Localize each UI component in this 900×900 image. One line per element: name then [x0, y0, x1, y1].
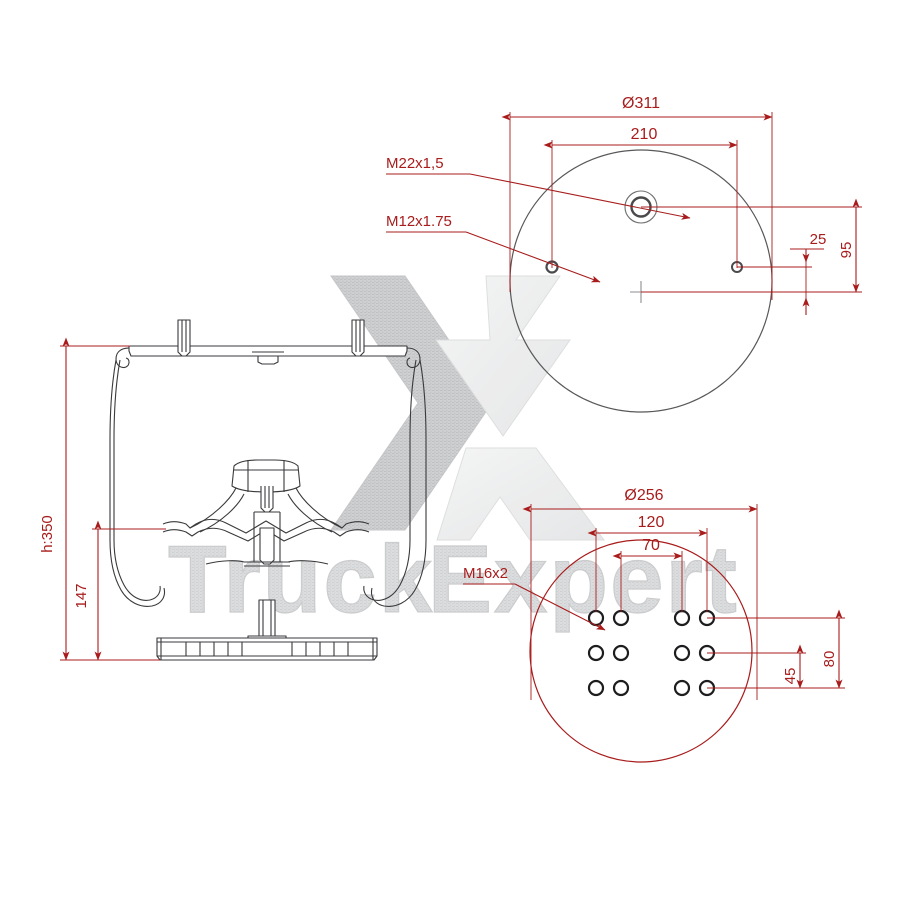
dim-70: 70: [642, 537, 660, 554]
svg-text:Truck: Truck: [168, 526, 434, 633]
bottom-plate-thread-leader: [463, 583, 606, 631]
dim-80: 80: [821, 651, 838, 668]
dim-95: 95: [838, 242, 855, 259]
top-plate-thread-leaders: [386, 173, 691, 283]
label-m22x15: M22x1,5: [386, 155, 444, 172]
dim-diameter-256: Ø256: [624, 487, 663, 504]
dim-120: 120: [638, 514, 665, 531]
svg-text:Expert: Expert: [428, 526, 739, 633]
dim-147: 147: [73, 583, 90, 608]
watermark-x-logo: [330, 275, 605, 541]
bottom-plate-dimensions: [522, 504, 845, 700]
dim-25: 25: [810, 231, 827, 248]
dim-diameter-311: Ø311: [622, 95, 660, 112]
dim-45: 45: [782, 668, 799, 685]
label-m12x175: M12x1.75: [386, 213, 452, 230]
dim-210: 210: [631, 126, 658, 143]
label-m16x2: M16x2: [463, 565, 508, 582]
watermark-text: Truck Expert: [167, 525, 739, 633]
side-view-dimensions: [60, 337, 166, 661]
top-plate-dimensions: [501, 112, 862, 315]
side-elevation-geometry: [109, 319, 427, 661]
dim-h350: h:350: [39, 515, 56, 553]
